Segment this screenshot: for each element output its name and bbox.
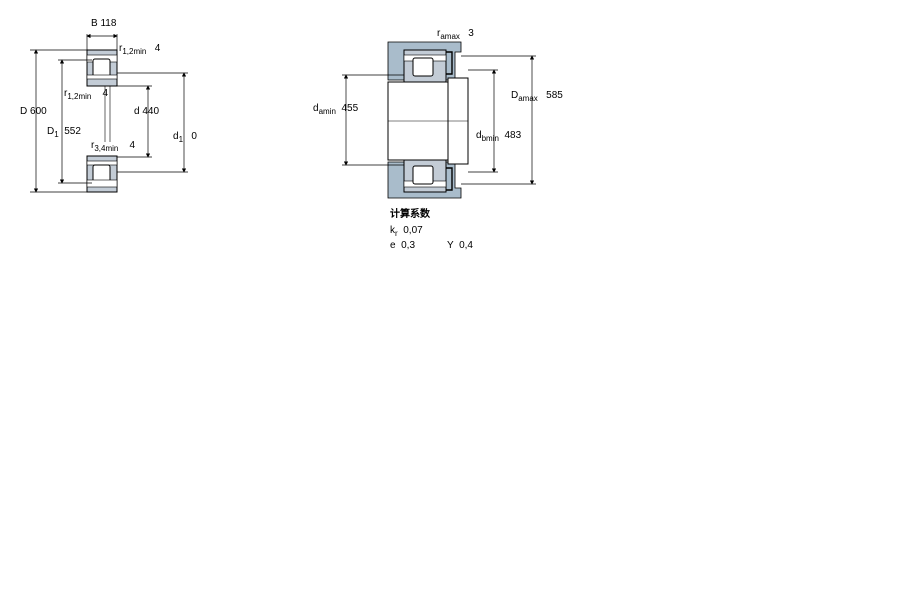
dim-D-value: 600	[30, 106, 47, 117]
calc-kr-value: 0,07	[403, 225, 423, 236]
dim-d1-symbol: d	[173, 131, 179, 142]
dim-r12-mid-value: 4	[102, 88, 109, 99]
dim-Damax-symbol: D	[511, 90, 519, 101]
dim-B-value: 118	[100, 18, 117, 29]
calc-kr-row: kr 0,07	[390, 224, 423, 238]
dim-B-label: B 118	[91, 18, 116, 30]
dim-r12-mid-symbol: r	[64, 88, 68, 99]
dim-r12-top-label: r1,2min 4	[119, 43, 161, 56]
dim-dbmin-label: dbmin 483	[476, 130, 522, 143]
dim-Damax-value: 585	[546, 90, 563, 101]
dim-damin-subscript: amin	[318, 107, 336, 116]
calc-e-row: e 0,3	[390, 239, 415, 253]
dim-damin-label: damin 455	[313, 103, 359, 116]
dim-r34-value: 4	[129, 140, 136, 151]
calc-kr-subscript: r	[395, 229, 398, 238]
dim-D1-label: D1 552	[47, 126, 81, 139]
calc-e-symbol: e	[390, 240, 396, 251]
shaft	[387, 77, 469, 165]
dim-d-label: d 440	[134, 106, 159, 118]
mounted-bearing-top	[403, 49, 453, 83]
dim-r12-top-subscript: 1,2min	[122, 47, 147, 56]
dim-d1-label: d1 0	[173, 131, 197, 144]
calc-Y-symbol: Y	[447, 240, 454, 251]
calc-factors-title: 计算系数	[390, 209, 430, 220]
dim-r34-label: r3,4min 4	[91, 140, 136, 153]
dim-d1-subscript: 1	[178, 135, 184, 144]
dim-r12-top-value: 4	[154, 43, 161, 54]
calc-Y-row: Y 0,4	[447, 239, 473, 253]
bearing-section-top	[86, 49, 118, 87]
dim-damin-value: 455	[341, 103, 359, 114]
dim-ramax-value: 3	[468, 28, 474, 39]
dim-D1-subscript: 1	[54, 130, 59, 139]
dim-r12-mid-label: r1,2min 4	[64, 88, 109, 101]
dim-Damax-subscript: amax	[518, 94, 538, 103]
bearing-section-bottom	[86, 155, 118, 193]
calc-e-value: 0,3	[401, 240, 416, 251]
mounted-bearing-bottom	[403, 159, 453, 193]
dim-d-symbol: d	[134, 106, 140, 117]
dim-dbmin-value: 483	[504, 130, 522, 141]
calc-Y-value: 0,4	[459, 240, 473, 251]
dim-r12-mid-subscript: 1,2min	[67, 92, 92, 101]
dim-D-symbol: D	[20, 106, 28, 117]
dim-r34-symbol: r	[91, 140, 95, 151]
dim-Damax-label: Damax 585	[511, 90, 563, 103]
dim-r34-subscript: 3,4min	[94, 144, 119, 153]
dim-d1-value: 0	[191, 131, 197, 142]
dim-d-value: 440	[142, 106, 160, 117]
dim-dbmin-symbol: d	[476, 130, 482, 141]
dim-ramax-label: ramax 3	[437, 28, 474, 41]
calc-kr-symbol: k	[390, 225, 395, 236]
dim-D1-symbol: D	[47, 126, 55, 137]
dim-D1-value: 552	[64, 126, 81, 137]
dim-ramax-subscript: amax	[440, 32, 460, 41]
dim-damin-symbol: d	[313, 103, 319, 114]
dim-D-label: D 600	[20, 106, 47, 118]
dim-dbmin-subscript: bmin	[481, 134, 499, 143]
dim-r12-top-symbol: r	[119, 43, 123, 54]
dim-ramax-symbol: r	[437, 28, 441, 39]
dim-B-symbol: B	[91, 18, 98, 29]
